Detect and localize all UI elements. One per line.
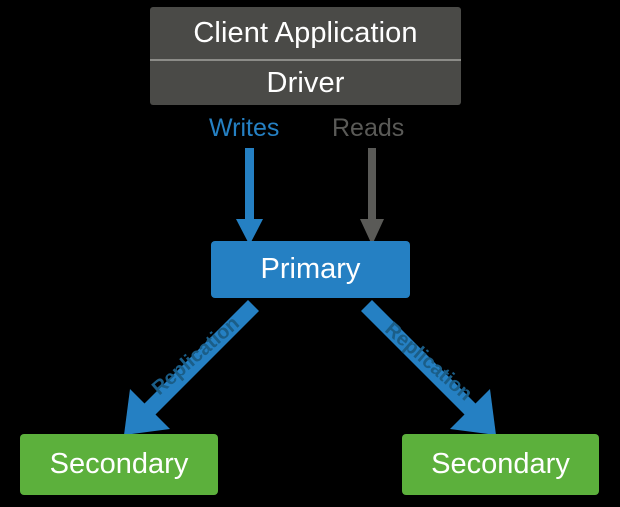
- replication-arrow-right-icon: [361, 300, 496, 435]
- client-application-label: Client Application: [150, 7, 461, 61]
- reads-label: Reads: [332, 114, 405, 142]
- client-application-stack: Client Application Driver: [150, 7, 461, 105]
- writes-label: Writes: [209, 114, 280, 142]
- writes-arrow-icon: [236, 148, 263, 245]
- reads-arrow-icon: [360, 148, 384, 245]
- replication-arrow-left-icon: [124, 300, 259, 435]
- secondary-node-left: Secondary: [20, 434, 218, 495]
- driver-label: Driver: [266, 66, 345, 99]
- secondary-node-right: Secondary: [402, 434, 599, 495]
- primary-node: Primary: [211, 241, 410, 298]
